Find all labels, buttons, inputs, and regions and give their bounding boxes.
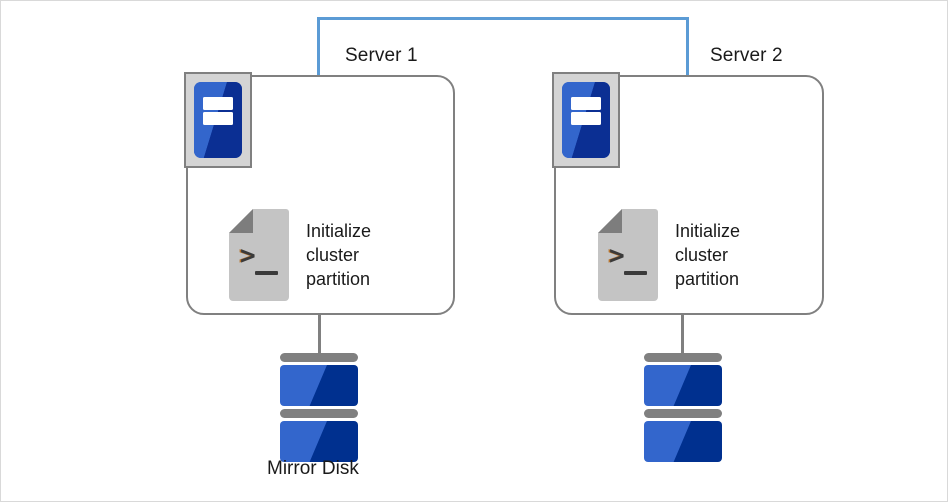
script-folded-corner bbox=[598, 209, 622, 233]
script-folded-corner bbox=[229, 209, 253, 233]
server-machine-icon bbox=[184, 72, 252, 168]
server-machine-slot-top bbox=[570, 97, 602, 111]
server-1-disk-stack-icon bbox=[280, 353, 358, 465]
server-1-disk-connector bbox=[318, 314, 321, 356]
script-prompt-glyph: > bbox=[609, 241, 625, 271]
disk-bar-middle bbox=[644, 409, 722, 418]
server-2-disk-connector bbox=[681, 314, 684, 356]
script-page-shape bbox=[229, 209, 289, 301]
server-machine-body bbox=[562, 82, 610, 158]
mirror-disk-caption: Mirror Disk bbox=[267, 458, 359, 479]
script-page-shape bbox=[598, 209, 658, 301]
server-machine-icon bbox=[552, 72, 620, 168]
server-1-label: Server 1 bbox=[345, 45, 418, 66]
disk-platter-upper bbox=[644, 365, 722, 406]
script-cursor-glyph bbox=[624, 271, 647, 275]
server-machine-slot-bottom bbox=[202, 112, 234, 126]
script-prompt-glyph: > bbox=[240, 241, 256, 271]
server-2-disk-stack-icon bbox=[644, 353, 722, 465]
server-machine-body bbox=[194, 82, 242, 158]
interconnect-right-segment bbox=[686, 17, 689, 75]
server-2-action-group: > Initialize cluster partition bbox=[598, 209, 740, 301]
server-2-action-label: Initialize cluster partition bbox=[675, 220, 741, 290]
disk-platter-upper bbox=[280, 365, 358, 406]
terminal-script-icon: > bbox=[598, 209, 658, 301]
disk-platter-shading bbox=[644, 365, 722, 406]
disk-platter-shading bbox=[644, 421, 722, 462]
server-1-action-group: > Initialize cluster partition bbox=[229, 209, 371, 301]
disk-platter-shading bbox=[280, 365, 358, 406]
disk-platter-shading bbox=[280, 421, 358, 462]
disk-bar-top bbox=[280, 353, 358, 362]
terminal-script-icon: > bbox=[229, 209, 289, 301]
disk-bar-middle bbox=[280, 409, 358, 418]
server-1-action-label: Initialize cluster partition bbox=[306, 220, 372, 290]
script-cursor-glyph bbox=[255, 271, 278, 275]
disk-bar-top bbox=[644, 353, 722, 362]
server-machine-slot-bottom bbox=[570, 112, 602, 126]
disk-platter-lower bbox=[644, 421, 722, 462]
server-2-label: Server 2 bbox=[710, 45, 783, 66]
interconnect-top-segment bbox=[317, 17, 689, 20]
disk-platter-lower bbox=[280, 421, 358, 462]
server-machine-slot-top bbox=[202, 97, 234, 111]
interconnect-left-segment bbox=[317, 17, 320, 75]
